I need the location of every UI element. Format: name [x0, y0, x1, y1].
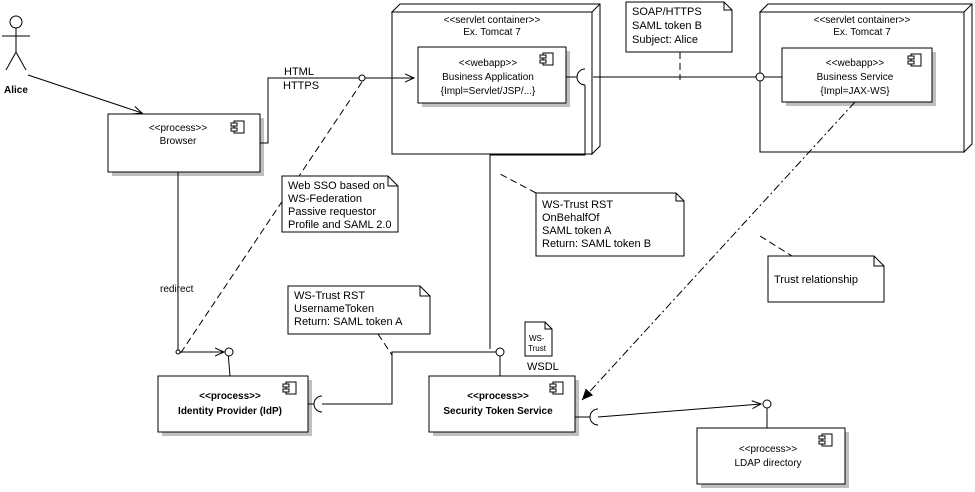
component-business-service: <<webapp>> Business Service {Impl=JAX-WS…: [781, 47, 936, 106]
note-wstrust-a: WS-Trust RST UsernameToken Return: SAML …: [287, 285, 431, 335]
business-app-stereotype: <<webapp>>: [459, 58, 518, 69]
note-anchor-line: [377, 333, 393, 356]
idp-name: Identity Provider (IdP): [178, 406, 282, 417]
interface-lollipop: [358, 74, 366, 82]
browser-to-business-app-connector: [260, 78, 414, 144]
component-identity-provider: <<process>> Identity Provider (IdP): [157, 375, 312, 436]
note-trust-line: Trust relationship: [774, 274, 858, 286]
container-right-stereotype: <<servlet container>>: [814, 15, 911, 26]
trust-relationship-connector: [581, 101, 856, 401]
business-app-impl: {Impl=Servlet/JSP/...}: [441, 86, 536, 97]
browser-stereotype: <<process>>: [149, 123, 208, 134]
component-icon: [549, 381, 564, 395]
required-interface-socket: [313, 395, 323, 413]
business-app-name: Business Application: [442, 72, 534, 83]
note-trust: Trust relationship: [767, 255, 885, 303]
business-service-impl: {Impl=JAX-WS}: [820, 86, 890, 97]
alice-to-browser-arrow: [27, 74, 142, 113]
https-label: HTTPS: [283, 80, 319, 92]
business-service-stereotype: <<webapp>>: [826, 58, 885, 69]
note-wstrust-b-line: Return: SAML token B: [542, 238, 651, 250]
note-soap: SOAP/HTTPS SAML token B Subject: Alice: [625, 1, 733, 53]
ldap-name: LDAP directory: [734, 458, 801, 469]
component-icon: [230, 120, 245, 134]
note-sso-line: WS-Federation: [288, 193, 362, 205]
actor-label: Alice: [4, 85, 28, 96]
html-label: HTML: [284, 66, 314, 78]
note-wstrust-b-line: SAML token A: [542, 225, 612, 237]
component-browser: <<process>> Browser: [107, 113, 264, 176]
note-sso: Web SSO based on WS-Federation Passive r…: [281, 175, 399, 233]
container-right-name: Ex. Tomcat 7: [833, 27, 891, 38]
required-interface-socket: [589, 408, 599, 426]
sts-stereotype: <<process>>: [467, 391, 529, 402]
note-soap-line: SAML token B: [632, 20, 702, 32]
note-wstrust-a-line: WS-Trust RST: [294, 290, 365, 302]
actor-alice: Alice: [2, 15, 30, 96]
sts-name: Security Token Service: [443, 406, 553, 417]
note-soap-line: SOAP/HTTPS: [632, 6, 702, 18]
redirect-connector: [177, 172, 224, 352]
wsdl-doc-line: Trust: [528, 344, 547, 353]
note-wstrust-b: WS-Trust RST OnBehalfOf SAML token A Ret…: [535, 192, 685, 257]
container-left-name: Ex. Tomcat 7: [463, 27, 521, 38]
note-sso-line: Passive requestor: [288, 206, 376, 218]
redirect-label: redirect: [160, 284, 194, 295]
sts-lollipop: [495, 347, 505, 357]
browser-name: Browser: [160, 136, 197, 147]
component-icon: [907, 53, 922, 67]
component-icon: [282, 381, 297, 395]
idp-lollipop: [224, 347, 234, 357]
note-sso-line: Web SSO based on: [288, 180, 385, 192]
note-wstrust-a-line: Return: SAML token A: [294, 316, 403, 328]
wsdl-document-icon: WS- Trust: [524, 321, 553, 357]
note-soap-line: Subject: Alice: [632, 34, 698, 46]
idp-stereotype: <<process>>: [199, 391, 261, 402]
business-app-to-sts-connector: [489, 85, 586, 349]
component-ldap-directory: <<process>> LDAP directory: [696, 427, 849, 488]
interface-lollipop: [755, 72, 765, 82]
note-sso-line: Profile and SAML 2.0: [288, 219, 392, 231]
ldap-stereotype: <<process>>: [739, 444, 798, 455]
component-security-token-service: <<process>> Security Token Service: [428, 375, 579, 436]
wsdl-doc-line: WS-: [529, 334, 545, 343]
note-anchor-line: [759, 235, 793, 257]
note-wstrust-a-line: UsernameToken: [294, 303, 374, 315]
idp-to-sts-connector: [322, 351, 496, 405]
component-business-application: <<webapp>> Business Application {Impl=Se…: [417, 46, 570, 107]
note-wstrust-b-line: OnBehalfOf: [542, 212, 600, 224]
container-left-stereotype: <<servlet container>>: [444, 15, 541, 26]
component-icon: [539, 52, 554, 66]
component-icon: [818, 433, 833, 447]
sts-to-ldap-connector: [597, 404, 761, 418]
business-service-name: Business Service: [817, 72, 894, 83]
wsdl-label: WSDL: [527, 361, 559, 373]
required-interface-socket: [576, 68, 586, 86]
note-anchor-line: [499, 173, 537, 194]
note-wstrust-b-line: WS-Trust RST: [542, 199, 613, 211]
ldap-lollipop: [762, 399, 772, 409]
